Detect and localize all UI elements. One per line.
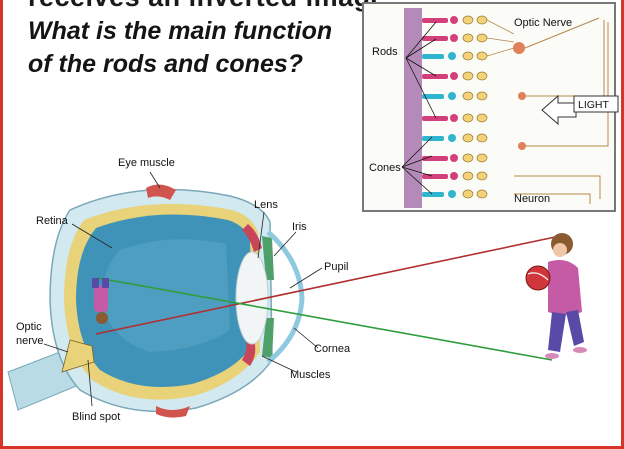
eye-muscle-label: Eye muscle <box>118 157 175 169</box>
girl-dress <box>548 260 582 315</box>
pupil-label: Pupil <box>324 261 348 273</box>
optic-nerve-label-line2: nerve <box>16 335 44 347</box>
girl-leg-left <box>548 312 566 352</box>
iris-label: Iris <box>292 221 307 233</box>
blind-spot-label: Blind spot <box>72 411 120 423</box>
girl-leg-right <box>566 310 584 346</box>
lens-label: Lens <box>254 199 278 211</box>
retina-label: Retina <box>36 215 69 227</box>
girl-figure <box>526 233 587 359</box>
muscles-label: Muscles <box>290 369 331 381</box>
optic-nerve-label-line1: Optic <box>16 321 42 333</box>
cornea-label: Cornea <box>314 343 351 355</box>
